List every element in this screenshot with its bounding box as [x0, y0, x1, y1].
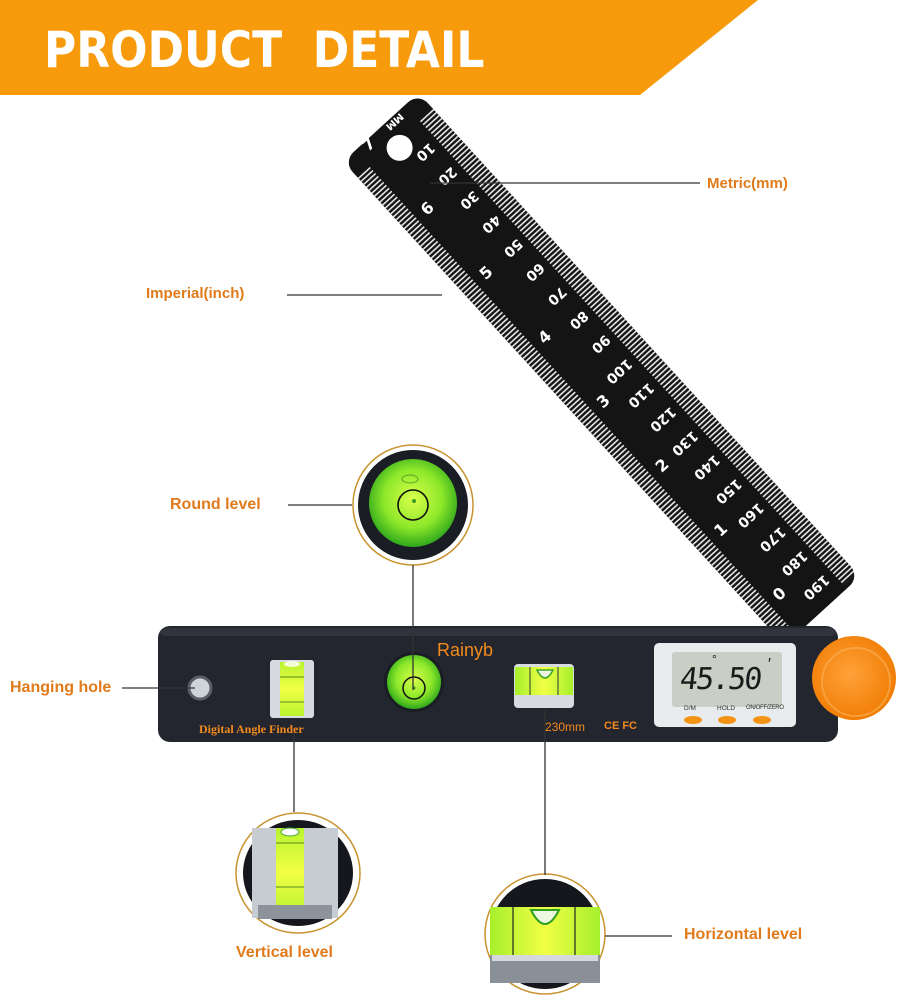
brand-label: Rainyb	[437, 640, 494, 660]
banner-background	[0, 0, 758, 95]
vertical-level-detail	[235, 812, 361, 934]
lcd-degree-symbol: °	[712, 652, 717, 666]
certification-marks: CE FC	[604, 720, 637, 732]
leader-lines	[122, 182, 700, 937]
callout-metric: Metric(mm)	[707, 175, 788, 192]
base-bar	[158, 626, 896, 742]
angle-knob[interactable]	[812, 636, 896, 720]
on-off-zero-button[interactable]: ON/OFF/ZERO	[744, 705, 784, 729]
lcd-reading: 45.50	[678, 662, 763, 697]
horizontal-level-detail	[484, 873, 606, 995]
on-off-zero-button-label: ON/OFF/ZERO	[746, 705, 784, 711]
dm-button-label: D/M	[684, 705, 696, 712]
callout-hanging-hole: Hanging hole	[10, 679, 112, 696]
hold-button[interactable]: HOLD	[714, 705, 742, 729]
lcd-minute-symbol: ′	[768, 656, 771, 673]
callout-horizontal-level: Horizontal level	[684, 926, 803, 943]
ruler-arm: MM 1020304050607080901001101201301401501…	[348, 98, 857, 642]
model-label: Digital Angle Finder	[199, 722, 304, 736]
callout-imperial: Imperial(inch)	[146, 285, 245, 302]
banner-title: PRODUCT DETAIL	[44, 21, 485, 79]
lcd-display: 45.50 ° ′	[672, 652, 782, 707]
callout-round-level: Round level	[170, 496, 261, 513]
round-level-detail	[352, 444, 474, 566]
hold-button-label: HOLD	[717, 705, 736, 712]
dm-button[interactable]: D/M	[680, 705, 708, 729]
product-detail-banner: PRODUCT DETAIL	[0, 0, 903, 96]
length-label: 230mm	[545, 720, 586, 734]
callout-vertical-level: Vertical level	[236, 944, 333, 961]
